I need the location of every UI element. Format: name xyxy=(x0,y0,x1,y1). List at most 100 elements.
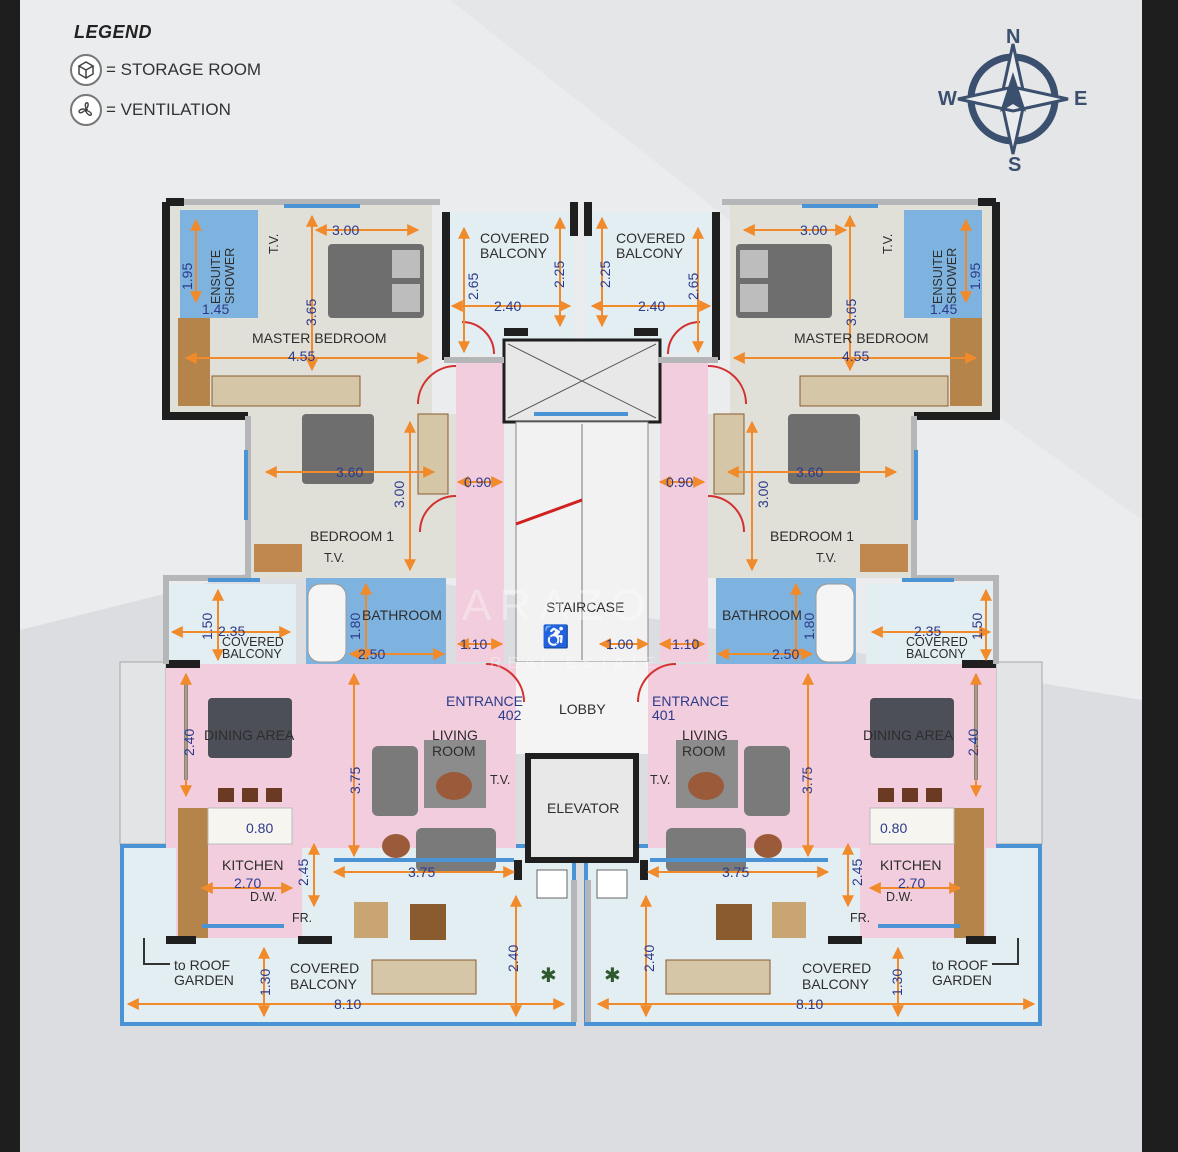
storage-room-right-icon xyxy=(596,869,628,899)
bathroom-left-label: BATHROOM xyxy=(362,607,442,623)
legend-item-ventilation: = VENTILATION xyxy=(70,92,231,128)
kitchen-island-left xyxy=(207,807,293,845)
dimension-lines xyxy=(126,214,1036,1018)
table-right xyxy=(716,904,752,940)
dim-240-balcony-right: 2.40 xyxy=(641,945,657,972)
tv-bedroom1-left: T.V. xyxy=(324,551,344,565)
wheelchair-icon: ♿ xyxy=(542,624,569,649)
bedroom1-left-label: BEDROOM 1 xyxy=(310,528,394,544)
side-balcony-right-label-2: BALCONY xyxy=(906,647,966,661)
dim-265-left: 2.65 xyxy=(465,273,481,300)
dim-300-b1-left: 3.00 xyxy=(391,481,407,508)
chair-right xyxy=(772,902,806,938)
living-left-label-2: ROOM xyxy=(432,743,476,759)
roof-garden-left-arrow-icon xyxy=(143,938,170,965)
ensuite-right-label-1: ENSUITE xyxy=(931,250,945,304)
roof-garden-right-label-1: to ROOF xyxy=(932,957,988,973)
kitchen-island-right xyxy=(869,807,955,845)
lounger-left xyxy=(371,959,477,995)
closet-right xyxy=(713,413,745,495)
shelf-left xyxy=(211,375,361,407)
dim-235-left: 2.35 xyxy=(218,623,245,639)
dim-180-left: 1.80 xyxy=(347,613,363,640)
compass-south: S xyxy=(1008,154,1022,176)
dim-300-left: 3.00 xyxy=(332,222,359,238)
dim-180-right: 1.80 xyxy=(801,613,817,640)
dim-365-left: 3.65 xyxy=(303,299,319,326)
dining-left-label: DINING AREA xyxy=(204,727,295,743)
dim-375-v-left: 3.75 xyxy=(347,767,363,794)
dim-150-right: 1.50 xyxy=(969,613,985,640)
tv-master-left: T.V. xyxy=(267,234,281,254)
living-left-label-1: LIVING xyxy=(432,727,478,743)
dim-110-left: 1.10 xyxy=(460,636,487,652)
dim-250-left: 2.50 xyxy=(358,646,385,662)
master-bedroom-left-label: MASTER BEDROOM xyxy=(252,330,387,346)
living-right-label-2: ROOM xyxy=(682,743,726,759)
side-balcony-left-label-2: BALCONY xyxy=(222,647,282,661)
dim-270-left: 2.70 xyxy=(234,875,261,891)
closet-left xyxy=(417,413,449,495)
roof-garden-right-label-2: GARDEN xyxy=(932,972,992,988)
front-balcony-right-label-1: COVERED xyxy=(802,960,871,976)
dim-090-left: 0.90 xyxy=(464,474,491,490)
dim-080-right: 0.80 xyxy=(880,820,907,836)
table-left xyxy=(410,904,446,940)
bathroom-right-label: BATHROOM xyxy=(722,607,802,623)
dim-090-right: 0.90 xyxy=(666,474,693,490)
dim-365-right: 3.65 xyxy=(843,299,859,326)
master-bedroom-right-label: MASTER BEDROOM xyxy=(794,330,929,346)
tv-living-right: T.V. xyxy=(650,773,670,787)
roof-garden-right-arrow-icon xyxy=(992,938,1019,965)
dim-250-right: 2.50 xyxy=(772,646,799,662)
dim-195-left: 1.95 xyxy=(179,263,195,290)
top-balcony-left-label-2: BALCONY xyxy=(480,245,548,261)
wardrobe-left xyxy=(178,318,210,406)
front-balcony-right-label-2: BALCONY xyxy=(802,976,870,992)
walls xyxy=(162,198,1000,944)
dim-150-left: 1.50 xyxy=(199,613,215,640)
compass-west: W xyxy=(938,88,957,110)
kitchen-right-label: KITCHEN xyxy=(880,857,941,873)
terrace-right xyxy=(995,661,1043,845)
dim-810-left: 8.10 xyxy=(334,996,361,1012)
elevator-label: ELEVATOR xyxy=(547,800,619,816)
roof-garden-left-label-2: GARDEN xyxy=(174,972,234,988)
entrance-402-label-1: ENTRANCE xyxy=(446,693,523,709)
kitchen-counter-right xyxy=(954,808,984,938)
side-balcony-right xyxy=(866,584,996,664)
side-balcony-left xyxy=(166,584,296,664)
roof-garden-left-label-1: to ROOF xyxy=(174,957,230,973)
dim-130-right: 1.30 xyxy=(889,969,905,996)
dim-240-top-right: 2.40 xyxy=(638,298,665,314)
desk-left xyxy=(254,544,302,572)
legend-item-storage: = STORAGE ROOM xyxy=(70,52,261,88)
dim-245-left: 2.45 xyxy=(295,859,311,886)
compass-east: E xyxy=(1074,88,1088,110)
dim-375-v-right: 3.75 xyxy=(799,767,815,794)
dining-right-label: DINING AREA xyxy=(863,727,954,743)
legend-label-ventilation: = VENTILATION xyxy=(106,100,231,119)
plant-left-icon: ✱ xyxy=(540,965,557,987)
dining-table-left xyxy=(208,698,292,758)
tv-bedroom1-right: T.V. xyxy=(816,551,836,565)
bedroom1-right-label: BEDROOM 1 xyxy=(770,528,854,544)
dim-360-left: 3.60 xyxy=(336,464,363,480)
compass: N S E W xyxy=(934,24,1088,176)
legend-label-storage: = STORAGE ROOM xyxy=(106,60,262,79)
floor-plan: ♿ ✱ ✱ xyxy=(119,198,1043,1026)
dim-145-left: 1.45 xyxy=(202,301,229,317)
compass-rose-icon xyxy=(957,43,1069,155)
dim-110-right: 1.10 xyxy=(672,636,699,652)
desk-right xyxy=(860,544,908,572)
dim-225-left: 2.25 xyxy=(551,261,567,288)
dim-265-right: 2.65 xyxy=(685,273,701,300)
dim-240-dining-right: 2.40 xyxy=(965,729,981,756)
sofa-right xyxy=(744,746,790,816)
dim-455-left: 4.55 xyxy=(288,348,315,364)
dim-245-right: 2.45 xyxy=(849,859,865,886)
shelf-right xyxy=(799,375,949,407)
dim-195-right: 1.95 xyxy=(967,263,983,290)
elevator xyxy=(525,753,639,863)
dw-right-label: D.W. xyxy=(886,890,913,904)
